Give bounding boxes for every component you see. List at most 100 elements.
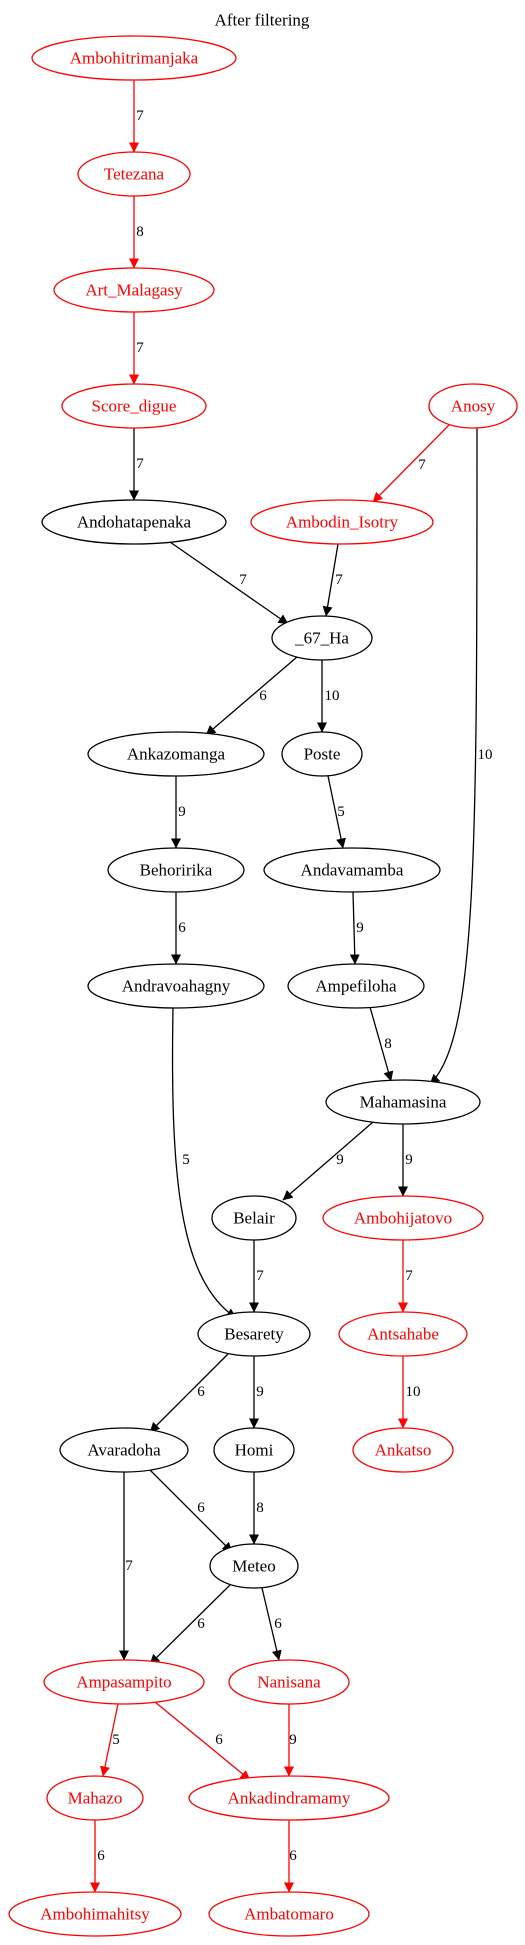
- node-ellipse: [338, 1311, 468, 1357]
- node-ampasampito: Ampasampito: [43, 1659, 205, 1705]
- node-ellipse: [287, 963, 425, 1009]
- node-ellipse: [31, 35, 237, 81]
- edge-behoririka-to-andravoahagny: 6: [171, 892, 186, 965]
- edge-weight-label: 7: [136, 108, 144, 124]
- edge-ampasampito-to-mahazo: 5: [100, 1703, 120, 1777]
- node-label: Score_digue: [92, 397, 177, 416]
- node-ambohijatovo: Ambohijatovo: [322, 1195, 484, 1241]
- node-ellipse: [213, 1427, 295, 1473]
- edge-meteo-to-nanisana: 6: [261, 1587, 282, 1661]
- edge-belair-to-besarety: 7: [249, 1240, 264, 1313]
- edge-weight-label: 6: [197, 1384, 205, 1400]
- edge-line: [349, 891, 360, 965]
- edge-mahamasina-to-belair: 9: [282, 1121, 374, 1201]
- edge-mahamasina-to-ambohijatovo: 9: [398, 1124, 413, 1197]
- node-label: Poste: [304, 745, 341, 764]
- edge-homi-to-meteo: 8: [249, 1472, 264, 1545]
- edge-weight-label: 8: [384, 1036, 392, 1052]
- edge-weight-label: 5: [112, 1732, 120, 1748]
- node-label: Mahazo: [68, 1789, 123, 1808]
- edge-avaradoha-to-ampasampito: 7: [119, 1472, 133, 1661]
- node-label: Antsahabe: [367, 1325, 439, 1344]
- edge-line: [429, 427, 478, 1085]
- node-tetezana: Tetezana: [77, 151, 191, 197]
- edge-nanisana-to-ankadindramamy: 9: [284, 1704, 297, 1777]
- edge-weight-label: 8: [256, 1500, 264, 1516]
- edge-ambodin-isotry-to-67-ha: 7: [322, 543, 343, 617]
- edge-weight-label: 5: [337, 804, 345, 820]
- edge-besarety-to-homi: 9: [249, 1356, 264, 1429]
- node-label: Ambohitrimanjaka: [70, 49, 199, 68]
- node-label: Anosy: [451, 397, 496, 416]
- node-ankadindramamy: Ankadindramamy: [188, 1775, 390, 1821]
- node-homi: Homi: [213, 1427, 295, 1473]
- node-ellipse: [281, 731, 363, 777]
- node-label: Andravoahagny: [122, 977, 231, 996]
- edge-weight-label: 7: [256, 1268, 264, 1284]
- edge-line: [261, 1587, 282, 1661]
- edge-weight-label: 7: [418, 457, 426, 473]
- node-mahazo: Mahazo: [46, 1775, 144, 1821]
- edge-line: [154, 1701, 251, 1781]
- node-label: _67_Ha: [294, 629, 349, 648]
- edge-avaradoha-to-meteo: 6: [149, 1469, 233, 1553]
- edge-weight-label: 5: [182, 1152, 190, 1168]
- edge-weight-label: 6: [289, 1848, 297, 1864]
- node-label: Tetezana: [104, 165, 165, 184]
- node-label: Ankazomanga: [127, 745, 226, 764]
- edge-weight-label: 10: [406, 1384, 421, 1400]
- edge-weight-label: 6: [197, 1500, 205, 1516]
- node-label: Behoririka: [140, 861, 213, 880]
- edge-line: [149, 1584, 231, 1665]
- node-ellipse: [41, 499, 227, 545]
- edge-line: [205, 656, 298, 736]
- edge-line: [322, 543, 339, 617]
- node-ellipse: [43, 1659, 205, 1705]
- edge-weight-label: 7: [136, 340, 144, 356]
- edge-tetezana-to-art-malagasy: 8: [129, 196, 144, 269]
- node-67-ha: _67_Ha: [271, 615, 373, 661]
- edge-weight-label: 9: [178, 804, 186, 820]
- edge-weight-label: 10: [478, 747, 493, 763]
- node-mahamasina: Mahamasina: [325, 1079, 481, 1125]
- node-label: Ampefiloha: [315, 977, 397, 996]
- node-andravoahagny: Andravoahagny: [87, 963, 265, 1009]
- node-label: Besarety: [224, 1325, 284, 1344]
- node-ellipse: [322, 1195, 484, 1241]
- node-label: Art_Malagasy: [85, 281, 183, 300]
- edge-line: [100, 1703, 119, 1777]
- node-label: Ambatomaro: [244, 1905, 334, 1924]
- node-ambohitrimanjaka: Ambohitrimanjaka: [31, 35, 237, 81]
- edge-meteo-to-ampasampito: 6: [149, 1584, 231, 1665]
- edge-ambohijatovo-to-antsahabe: 7: [398, 1240, 413, 1313]
- node-ellipse: [46, 1775, 144, 1821]
- edge-weight-label: 6: [178, 920, 186, 936]
- edge-art-malagasy-to-score-digue: 7: [129, 312, 144, 385]
- node-ampefiloha: Ampefiloha: [287, 963, 425, 1009]
- node-ellipse: [211, 1195, 297, 1241]
- edge-weight-label: 6: [274, 1616, 282, 1632]
- edge-besarety-to-avaradoha: 6: [149, 1353, 229, 1433]
- node-label: Ambohimahitsy: [40, 1905, 150, 1924]
- edge-andohatapenaka-to-67-ha: 7: [169, 541, 289, 625]
- node-ellipse: [352, 1427, 454, 1473]
- edge-weight-label: 9: [405, 1152, 413, 1168]
- edge-score-digue-to-andohatapenaka: 7: [129, 428, 144, 501]
- node-ellipse: [87, 731, 265, 777]
- node-ellipse: [53, 267, 215, 313]
- edge-weight-label: 7: [136, 456, 144, 472]
- node-ellipse: [8, 1891, 182, 1937]
- node-label: Andavamamba: [301, 861, 404, 880]
- edge-line: [169, 541, 289, 625]
- edge-ambohitrimanjaka-to-tetezana: 7: [129, 80, 144, 153]
- edge-ankazomanga-to-behoririka: 9: [171, 776, 186, 849]
- edge-weight-label: 7: [405, 1268, 413, 1284]
- node-besarety: Besarety: [197, 1311, 311, 1357]
- node-ellipse: [325, 1079, 481, 1125]
- edge-weight-label: 6: [215, 1732, 223, 1748]
- node-label: Meteo: [232, 1557, 275, 1576]
- node-ellipse: [61, 383, 207, 429]
- edge-weight-label: 6: [259, 688, 267, 704]
- edge-line: [149, 1469, 233, 1553]
